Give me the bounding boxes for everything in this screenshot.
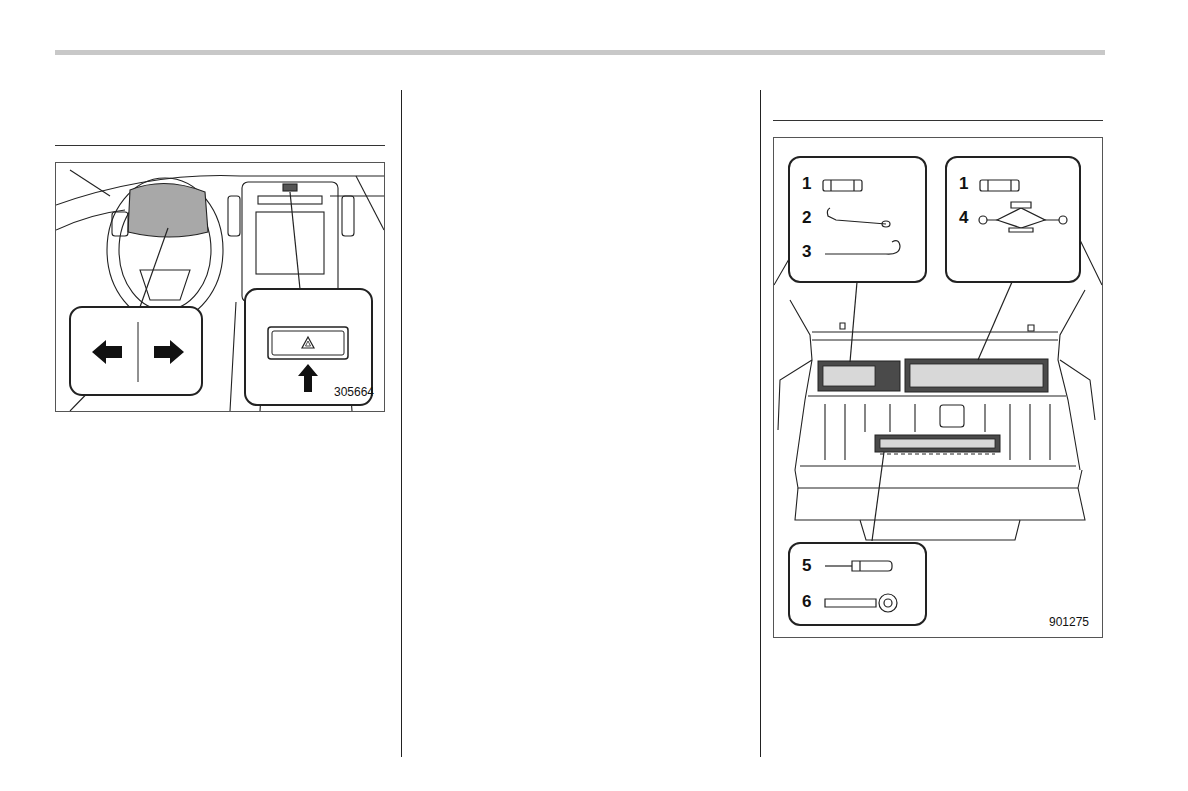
callout-number: 3 <box>802 241 811 262</box>
leader-line <box>978 282 1012 360</box>
figure-number: 305664 <box>334 385 374 400</box>
callout-number: 2 <box>802 207 811 228</box>
tool-icon <box>1011 202 1031 208</box>
callout-number: 5 <box>802 555 811 576</box>
section-rule <box>773 120 1103 121</box>
tool-icon <box>825 599 876 607</box>
tool-icon <box>979 216 987 224</box>
leader-line <box>290 192 300 289</box>
tool-icon <box>882 221 890 227</box>
tool-icon <box>827 208 886 224</box>
turn-signal-callout <box>70 307 202 395</box>
leader-line <box>872 452 884 541</box>
storage-tray <box>818 359 1048 454</box>
tool-icon <box>825 565 852 566</box>
leader-line <box>140 228 168 307</box>
callout-number: 4 <box>959 207 968 228</box>
tool-callout: 1 2 3 <box>788 156 927 283</box>
tool-icon <box>852 561 892 571</box>
tool-icon <box>1009 228 1033 232</box>
figure-frame: 305664 <box>55 162 385 412</box>
column-divider <box>760 90 761 757</box>
section-rule <box>55 145 385 146</box>
tool-icon <box>1059 216 1067 224</box>
figure-number: 901275 <box>1049 615 1089 630</box>
figure-frame: 9012751231456 <box>773 137 1103 638</box>
tool-icon <box>997 208 1045 228</box>
tool-icon <box>825 241 900 254</box>
tool-callout: 56 <box>788 542 927 626</box>
tool-icon <box>879 594 897 612</box>
tool-callout: 14 <box>945 156 1081 283</box>
tool-icon <box>980 180 1019 191</box>
callout-number: 6 <box>802 591 811 612</box>
leader-line <box>850 282 857 362</box>
tool-icon <box>823 180 862 191</box>
header-rule <box>55 50 1105 55</box>
column-divider <box>401 90 402 757</box>
callout-number: 1 <box>959 173 968 194</box>
callout-number: 1 <box>802 173 811 194</box>
tool-icon <box>884 599 892 607</box>
cargo-area-illustration <box>774 240 1102 540</box>
dashboard-illustration <box>56 170 384 411</box>
